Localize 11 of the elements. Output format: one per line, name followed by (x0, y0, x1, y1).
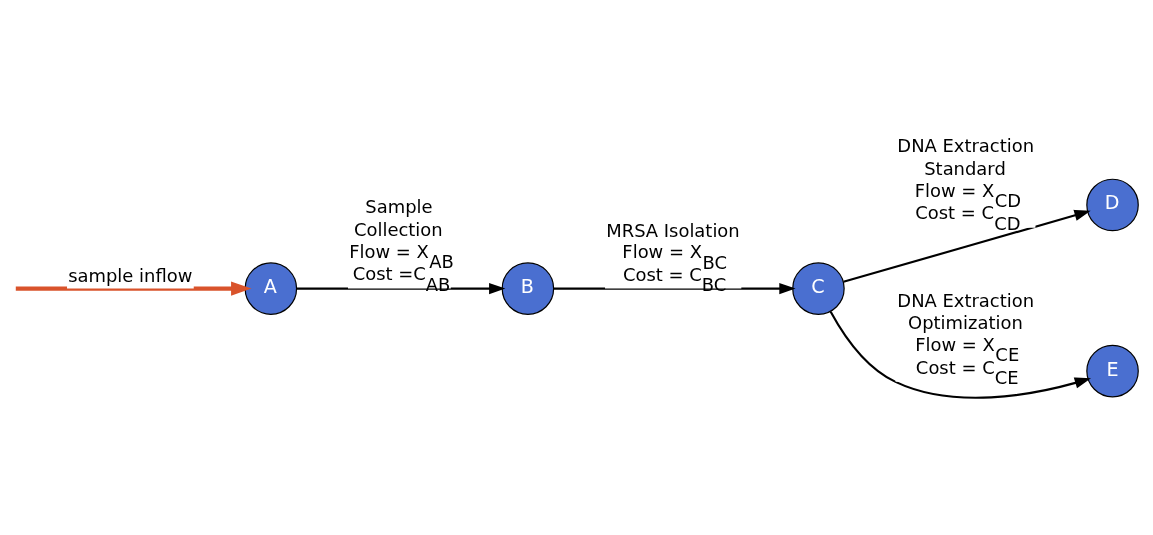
node-circle: D (1086, 178, 1139, 232)
arrow (553, 282, 796, 295)
node-circle: A (244, 262, 298, 315)
arrow (843, 209, 1091, 283)
arrow (15, 281, 252, 296)
node-circle: C (792, 262, 845, 315)
arrow (829, 311, 1092, 399)
node-circle: E (1086, 344, 1139, 398)
edge-label: sample inflow (68, 265, 193, 287)
node-circle: B (501, 262, 555, 315)
arrow (296, 282, 506, 295)
